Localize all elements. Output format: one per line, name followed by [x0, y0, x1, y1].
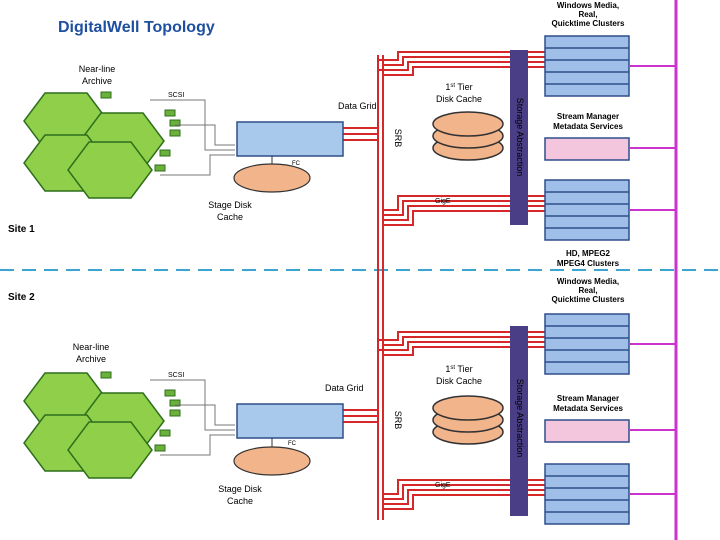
site1-windows-media-rack: [544, 35, 630, 97]
site2-stage-disk: [233, 446, 311, 476]
tape-drive-icon: [100, 91, 112, 99]
site2-scsi-label: SCSI: [168, 372, 184, 379]
site1-cluster-cables: [378, 51, 545, 226]
site2-gige-label: GigE: [435, 482, 451, 489]
site1-srb-label: SRB: [393, 129, 403, 148]
site1-hd-rack: [544, 179, 630, 241]
site1-windows-media-label: Windows Media,Real,Quicktime Clusters: [552, 1, 625, 28]
site2-metadata-server: [544, 419, 630, 443]
site2-storage-abstraction-bar: [510, 326, 528, 516]
site2-hd-rack: [544, 463, 630, 525]
server-icon: [236, 121, 344, 157]
tape-drive-icon: [164, 389, 176, 397]
site1-data-grid-box: [240, 90, 330, 112]
site1-tape-drives: [100, 91, 181, 172]
site1-stage-label-box: [180, 196, 270, 226]
server-icon: [236, 403, 344, 439]
site2-windows-media-label: Windows Media,Real,Quicktime Clusters: [552, 277, 625, 304]
site2-near-line-archive: [23, 372, 165, 479]
tape-drive-icon: [169, 129, 181, 137]
site1-gige-label: GigE: [435, 198, 451, 205]
tape-drive-icon: [159, 429, 171, 437]
site2-cluster-cables: [378, 331, 545, 510]
site1-storage-abstraction-bar: [510, 50, 528, 225]
tape-drive-icon: [154, 444, 166, 452]
tape-drive-icon: [100, 371, 112, 379]
tape-drive-icon: [159, 149, 171, 157]
site2-archive-label-box: [50, 338, 130, 368]
site2-bus-links: [629, 343, 676, 495]
site1-archive-label-box: [50, 60, 130, 90]
site1-fc-label: FC: [292, 161, 301, 167]
site1-stage-disk: [233, 163, 311, 193]
tape-drive-icon: [169, 119, 181, 127]
tape-drive-icon: [164, 109, 176, 117]
site2-data-grid-label: Data Grid: [325, 383, 364, 393]
site2-data-grid-box: [240, 372, 330, 394]
diagram-title: DigitalWell Topology: [58, 19, 215, 36]
site1-cache-label-box: [425, 78, 495, 108]
site1-bus-links: [629, 65, 676, 211]
site2-fc-label: FC: [288, 441, 297, 447]
site2-label: Site 2: [8, 292, 35, 303]
site2-srb-label: SRB: [393, 411, 403, 430]
site1-srb-cables: [343, 127, 378, 141]
site2-scsi-lines: [150, 379, 235, 456]
tape-drive-icon: [169, 399, 181, 407]
site1-scsi-lines: [150, 99, 235, 176]
site1-data-grid-label: Data Grid: [338, 101, 377, 111]
site2-stage-label-box: [180, 480, 300, 510]
site2-cache-label-box: [425, 360, 495, 390]
site2-storage-abstraction-label: Storage Abstraction: [515, 379, 525, 458]
tape-drive-icon: [169, 409, 181, 417]
tape-drive-icon: [154, 164, 166, 172]
site1-label: Site 1: [8, 224, 35, 235]
hexagon-archive-icon: [67, 141, 153, 199]
site1-scsi-label: SCSI: [168, 92, 184, 99]
hexagon-archive-icon: [67, 421, 153, 479]
disk-stack-icon: [432, 395, 504, 445]
site1-storage-abstraction-label: Storage Abstraction: [515, 98, 525, 177]
site2-windows-media-rack: [544, 313, 630, 375]
inter-site-link: [377, 55, 384, 520]
site2-tape-drives: [100, 371, 181, 452]
site1-near-line-archive: [23, 92, 165, 199]
disk-stack-icon: [432, 111, 504, 161]
site2-srb-cables: [343, 409, 378, 423]
site1-metadata-server: [544, 137, 630, 161]
